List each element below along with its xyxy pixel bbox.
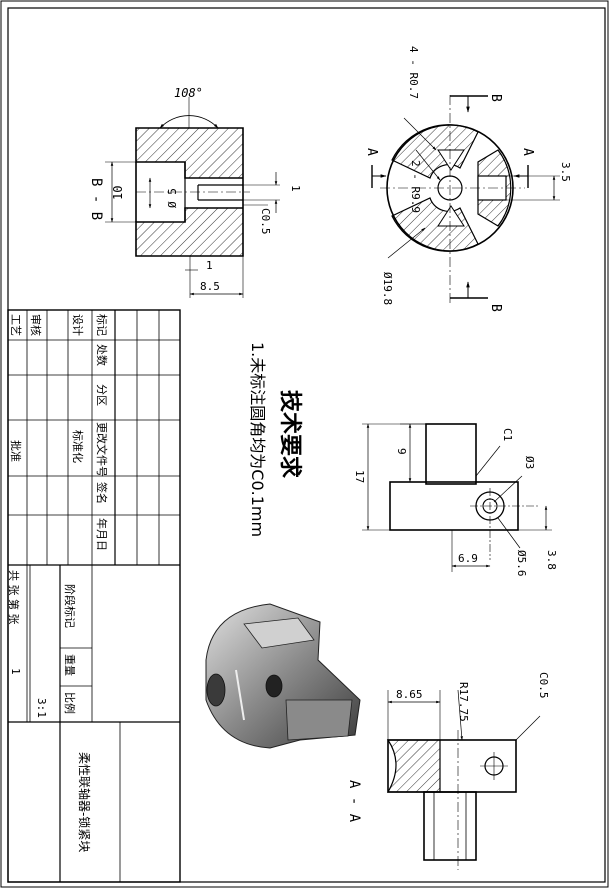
dim-side-boss-height: 9	[395, 448, 408, 455]
aa-hatch	[386, 739, 441, 793]
tb-approval-process: 工艺	[9, 314, 22, 336]
dim-bb-slot: 1	[289, 185, 302, 192]
tb-sheet-info: 共 张 第 张	[7, 570, 21, 625]
dim-side-hole-diameter: Ø3	[523, 456, 536, 469]
dim-top-fillets: 4 - R0.7	[407, 46, 420, 99]
title-block: 标记 处数 分区 更改文件号 签名 年月日 设计 标准化 审核 工艺 批准 阶段…	[7, 309, 181, 883]
aa-shaft	[423, 791, 477, 861]
section-arrow-b-top: B	[488, 94, 503, 102]
tb-header-date: 年月日	[95, 518, 109, 551]
section-aa-label: A - A	[346, 780, 362, 823]
dim-side-chamfer: C1	[501, 428, 514, 441]
tech-requirements: 技术要求 1.未标注圆角均为C0.1mm	[248, 342, 302, 537]
dim-top-offset: 3.5	[559, 162, 572, 182]
tb-role-design: 设计	[71, 314, 84, 336]
dim-bb-chamfer: C0.5	[259, 208, 272, 235]
dim-side-hole-y: 3.8	[545, 550, 558, 570]
tb-scale-label: 比例	[63, 692, 77, 714]
dim-bb-slot-width: 1	[206, 259, 213, 272]
section-arrow-a-left: A	[364, 148, 379, 156]
tech-req-note-1: 1.未标注圆角均为C0.1mm	[248, 342, 267, 537]
dim-side-total-height: 17	[353, 470, 366, 483]
tb-approval-review: 审核	[29, 314, 43, 336]
section-aa-view: 8.65 R17.75 C0.5 A - A	[346, 672, 550, 870]
tb-role-standard: 标准化	[71, 430, 85, 463]
tb-quantity: 1	[9, 668, 22, 675]
render-hole	[206, 673, 226, 707]
tb-header-change-doc: 更改文件号	[95, 422, 109, 477]
section-arrow-b-bottom: B	[488, 304, 503, 312]
drawing-title: 柔性联轴器-锁紧块	[77, 752, 92, 852]
section-arrow-a-right: A	[520, 148, 535, 156]
tb-header-zone: 分区	[95, 384, 108, 406]
dim-side-counterbore: Ø5.6	[515, 550, 528, 577]
side-view: 9 17 C1 Ø3 Ø5.6 6.9 3.8	[353, 423, 558, 577]
dim-aa-chamfer: C0.5	[537, 672, 550, 699]
dim-aa-radius: R17.75	[457, 682, 470, 722]
end-view: A A B B 4 - R0.7 2 - R9.9 Ø19.8 3.5	[364, 46, 572, 312]
tb-approval-approve: 批准	[9, 440, 23, 462]
dim-bb-height: 10	[111, 186, 125, 200]
tb-header-mark: 标记	[95, 314, 109, 336]
dim-bb-bore: Ø 5	[166, 188, 179, 208]
tb-header-signature: 签名	[95, 482, 109, 504]
tech-req-heading: 技术要求	[277, 390, 302, 478]
tb-stage-label: 阶段标记	[63, 584, 77, 628]
section-bb-label: B - B	[88, 178, 104, 220]
tb-scale-value: 3:1	[35, 698, 48, 718]
dim-top-radius: 2 - R9.9	[409, 160, 422, 213]
tb-header-count: 处数	[95, 344, 108, 366]
dim-aa-width: 8.65	[396, 688, 423, 701]
dim-bb-depth: 8.5	[200, 280, 220, 293]
tb-weight-label: 重量	[63, 654, 77, 676]
dim-side-hole-x: 6.9	[458, 552, 478, 565]
side-boss	[425, 423, 477, 485]
section-bb-view: 108° 10 Ø 5 1 C0.5 1 8.5 B - B	[88, 86, 302, 298]
isometric-render	[205, 603, 361, 749]
dim-top-outer-diameter: Ø19.8	[381, 272, 394, 305]
dim-bb-angle: 108°	[174, 86, 203, 100]
